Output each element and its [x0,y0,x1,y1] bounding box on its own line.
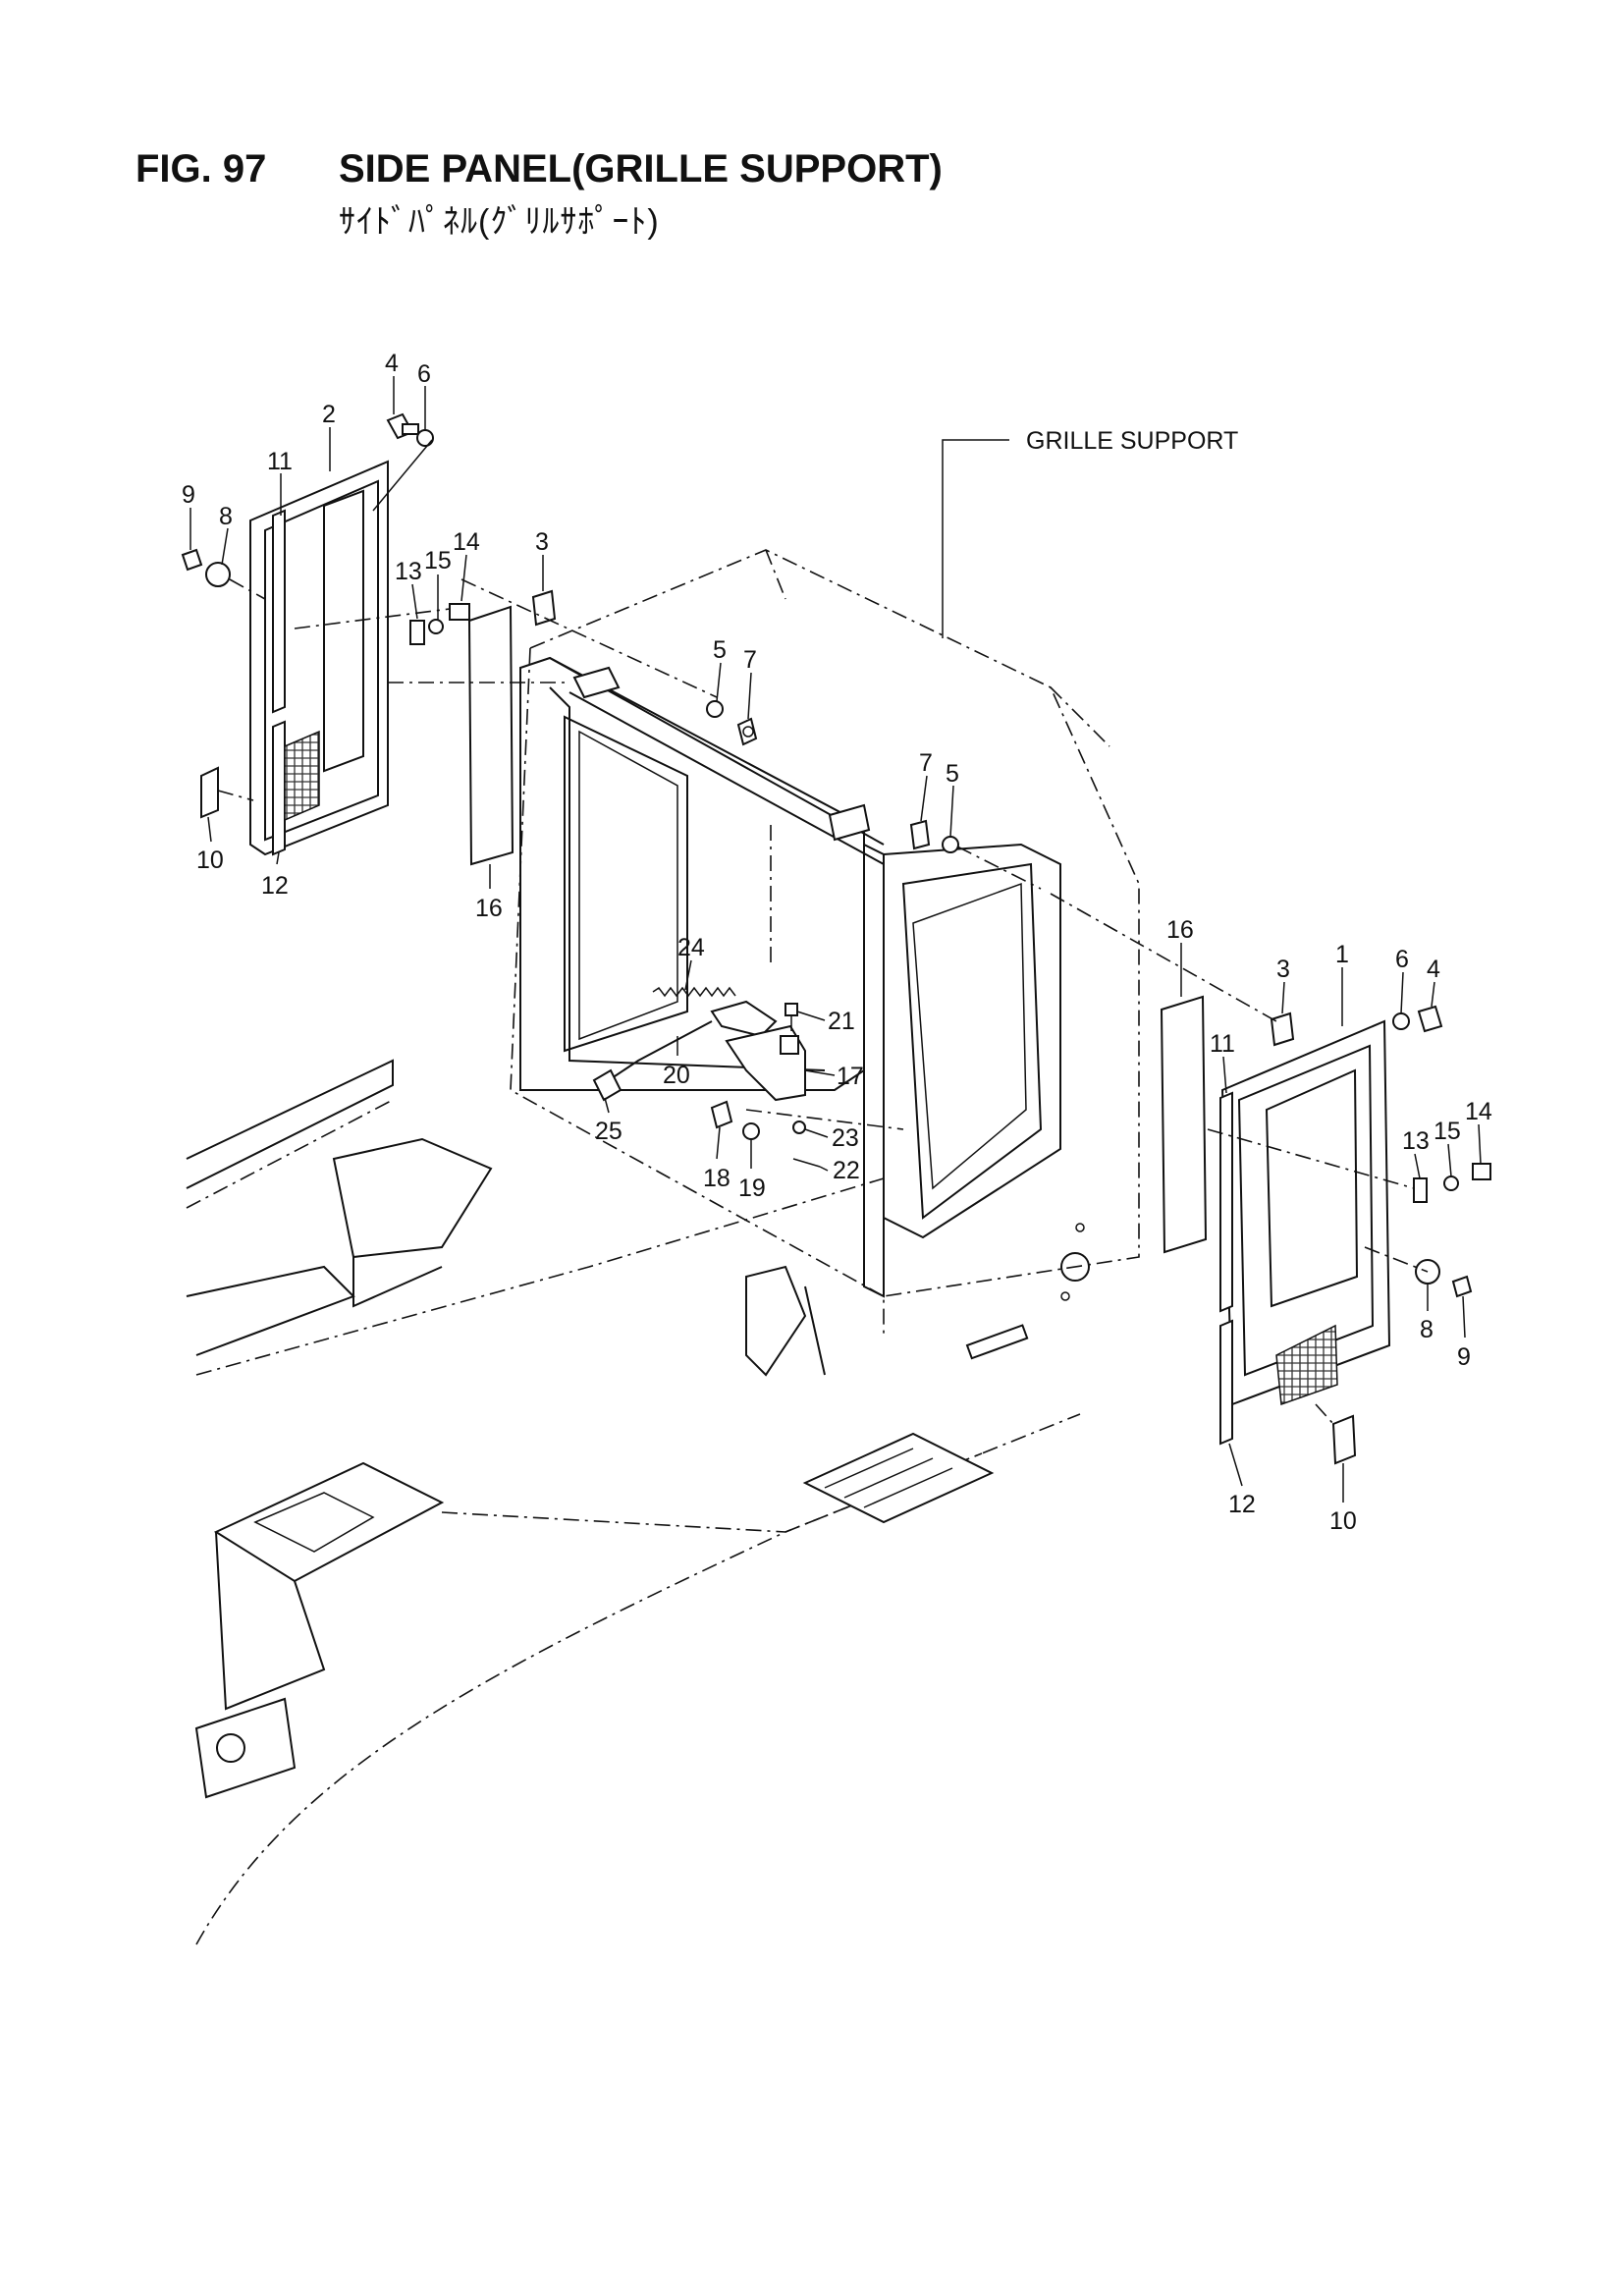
figure-title: SIDE PANEL(GRILLE SUPPORT) [339,147,943,191]
part-label-10-left: 10 [196,847,224,874]
part-label-20: 20 [663,1062,690,1089]
left-hardware [181,412,758,866]
part-label-8-right: 8 [1420,1316,1434,1343]
part-label-5-mid: 5 [946,760,959,788]
part-label-8-left: 8 [219,503,233,530]
part-label-9-left: 9 [182,481,195,509]
leader-lines [189,376,1482,1503]
part-label-19: 19 [738,1175,766,1202]
right-hardware [1207,1005,1491,1298]
part-label-16-right: 16 [1166,916,1194,944]
part-label-13-left: 13 [395,558,422,585]
grille-support-leader [942,439,1009,638]
part-label-9-right: 9 [1457,1343,1471,1371]
grille-support-frame [510,549,1140,1336]
part-label-12-left: 12 [261,872,289,900]
part-label-12-right: 12 [1228,1491,1256,1518]
part-label-2: 2 [322,401,336,428]
left-side-panel [200,460,389,856]
part-number-labels: 4 6 2 11 9 8 13 15 14 3 5 7 10 12 16 7 5… [182,350,1492,1535]
part-label-21: 21 [828,1008,855,1035]
part-label-14-right: 14 [1465,1098,1492,1125]
lock-mechanism [592,819,1042,1168]
figure-subtitle: ｻｲﾄﾞﾊﾟﾈﾙ(ｸﾞﾘﾙｻﾎﾟｰﾄ) [339,203,660,241]
part-label-11-left: 11 [267,448,293,475]
part-label-24: 24 [677,934,705,961]
part-label-17: 17 [837,1063,864,1090]
part-label-22: 22 [833,1157,860,1184]
grille-support-label: GRILLE SUPPORT [1026,427,1238,455]
part-label-13-right: 13 [1402,1127,1430,1155]
part-label-25: 25 [595,1118,622,1145]
part-label-4-left: 4 [385,350,399,377]
part-label-10-right: 10 [1329,1507,1357,1535]
part-label-16-left: 16 [475,895,503,922]
part-label-14-left: 14 [453,528,480,556]
part-label-3-right: 3 [1276,956,1290,983]
part-label-6-right: 6 [1395,946,1409,973]
part-label-7-top: 7 [743,646,757,674]
figure-number: FIG. 97 [135,147,267,191]
right-side-panel [1050,893,1391,1465]
part-label-23: 23 [832,1124,859,1152]
part-label-15-right: 15 [1434,1118,1461,1145]
part-label-15-left: 15 [424,547,452,574]
part-label-18: 18 [703,1165,730,1192]
part-label-1: 1 [1335,941,1349,968]
machine-body [186,1059,1090,1945]
part-label-6-left: 6 [417,360,431,388]
part-label-11-right: 11 [1210,1030,1235,1058]
part-label-3-left: 3 [535,528,549,556]
part-label-5-top: 5 [713,636,727,664]
part-label-4-right: 4 [1427,956,1440,983]
part-label-7-mid: 7 [919,749,933,777]
